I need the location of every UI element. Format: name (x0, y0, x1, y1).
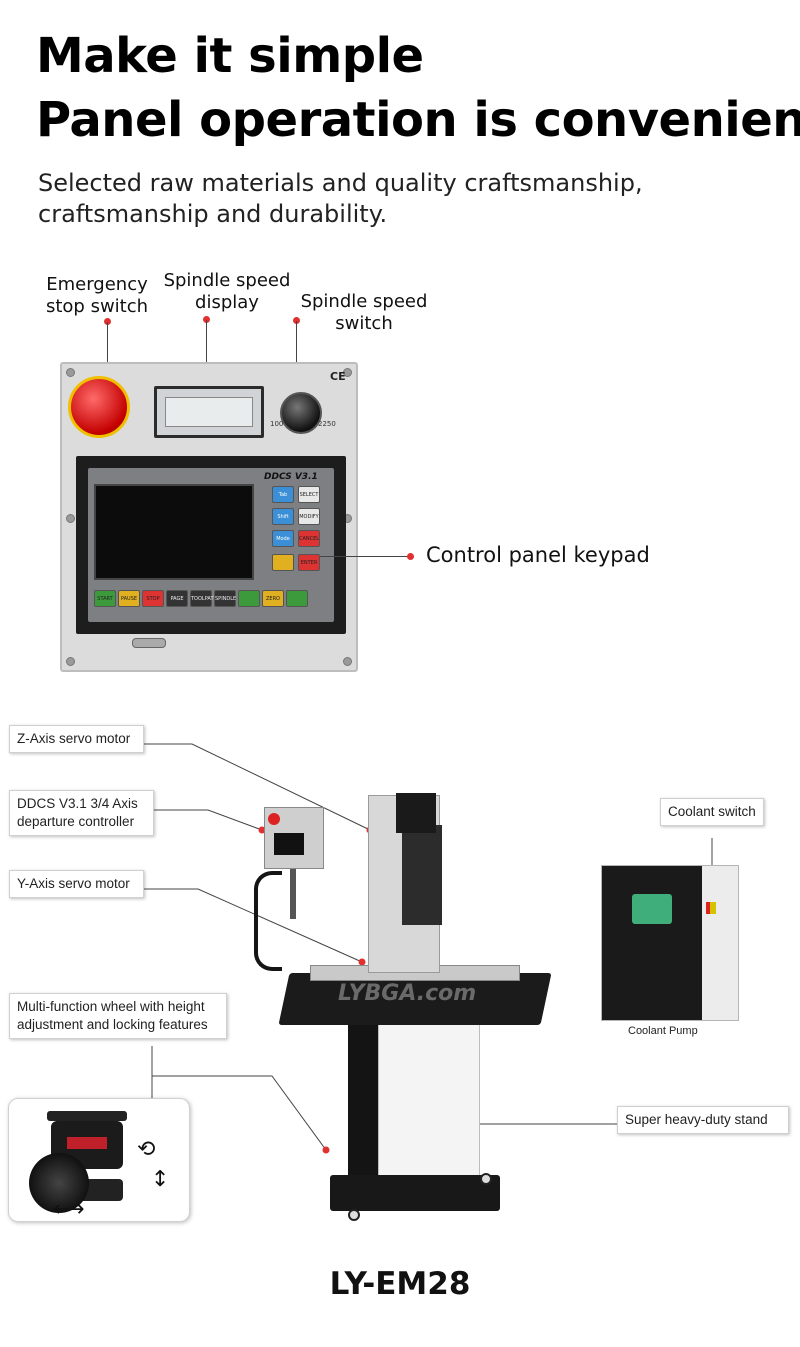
spindle-speed-display (154, 386, 264, 438)
key-tab: Tab (272, 486, 294, 503)
pointer-dot-keypad (407, 553, 414, 560)
key-shift: Shift (272, 508, 294, 525)
key-cancel: CANCEL (298, 530, 320, 547)
subtitle-line-2: craftsmanship and durability. (38, 200, 388, 228)
callout-wheel: Multi-function wheel with height adjustm… (9, 993, 227, 1039)
headline-line-2: Panel operation is convenient (36, 92, 800, 148)
controller-small-screen (274, 833, 304, 855)
panel-handle (132, 638, 166, 648)
coolant-cabinet (602, 866, 702, 1020)
coolant-switch-icon (706, 902, 716, 914)
screw (66, 657, 75, 666)
caster-inset-photo: ⟲ ↕ ⟷ (8, 1098, 190, 1222)
vertical-arrow-icon: ↕ (151, 1167, 170, 1192)
connector-ddcs (154, 809, 263, 831)
headline-line-1: Make it simple (36, 28, 424, 84)
key-zero: ZERO (262, 590, 284, 607)
controller-small-estop-icon (268, 813, 280, 825)
lcd-screen (165, 397, 253, 427)
pointer-dot-emergency (104, 318, 111, 325)
callout-stand: Super heavy-duty stand (617, 1106, 789, 1134)
callout-y-axis: Y-Axis servo motor (9, 870, 144, 898)
controller-arm (290, 869, 296, 919)
spindle-speed-knob-icon (280, 392, 322, 434)
milling-machine-photo: LYBGA.com (230, 785, 552, 1230)
knob-max-label: 2250 (318, 420, 336, 428)
key-start: START (94, 590, 116, 607)
key-stop: STOP (142, 590, 164, 607)
caster-lock-ring (67, 1137, 107, 1149)
coolant-inset-photo (601, 865, 739, 1021)
label-keypad: Control panel keypad (426, 543, 650, 567)
coiled-cable (254, 871, 282, 971)
dot-wheel (322, 1146, 330, 1154)
key-toolpath: TOOLPATH (190, 590, 217, 607)
dot-y-axis (358, 958, 366, 966)
stand-base (330, 1175, 500, 1211)
key-mode: Mode (272, 530, 294, 547)
pointer-line-keypad (320, 556, 410, 557)
pointer-line-display (206, 320, 207, 388)
rotate-arrow-icon: ⟲ (137, 1137, 156, 1162)
pointer-line-emergency (107, 322, 108, 392)
screw (66, 514, 75, 523)
stand-door (378, 1023, 480, 1193)
key-modify: MODIFY (298, 508, 320, 525)
screw (343, 657, 352, 666)
watermark: LYBGA.com (338, 981, 477, 1006)
key-page: PAGE (166, 590, 188, 607)
callout-coolant-switch: Coolant switch (660, 798, 764, 826)
label-spindle-display: Spindle speed display (163, 270, 291, 313)
coolant-pump-icon (632, 894, 672, 924)
key-arrow-up (272, 554, 294, 571)
key-enter: ENTER (298, 554, 320, 571)
caster-plate (47, 1111, 127, 1121)
machine-head (402, 825, 442, 925)
caster-icon (348, 1209, 360, 1221)
z-axis-motor-icon (396, 793, 436, 833)
connector-z-axis (144, 743, 371, 831)
callout-z-axis: Z-Axis servo motor (9, 725, 144, 753)
screw (343, 368, 352, 377)
ce-mark: CE (330, 370, 346, 383)
caster-icon (480, 1173, 492, 1185)
dot-ddcs (258, 826, 266, 834)
key-select: SELECT (298, 486, 320, 503)
horizontal-arrow-icon: ⟷ (53, 1197, 85, 1222)
pointer-dot-switch (293, 317, 300, 324)
callout-ddcs: DDCS V3.1 3/4 Axis departure controller (9, 790, 154, 836)
pointer-line-switch (296, 321, 297, 391)
key-spindle: SPINDLE (214, 590, 236, 607)
label-emergency-stop: Emergency stop switch (45, 274, 149, 317)
controller-name: DDCS V3.1 (264, 472, 318, 482)
controller-frame: DDCS V3.1 Tab Shift Mode SELECT MODIFY C… (76, 456, 346, 634)
controller-screen (94, 484, 254, 580)
key-arrow-left (238, 590, 260, 607)
panel-photo: 100 2250 CE DDCS V3.1 Tab Shift Mode SEL… (60, 362, 358, 672)
screw (66, 368, 75, 377)
emergency-stop-button-icon (68, 376, 130, 438)
key-arrow-right (286, 590, 308, 607)
connector-wheel-caster (152, 1075, 327, 1151)
model-name: LY-EM28 (329, 1266, 471, 1302)
controller-face: DDCS V3.1 Tab Shift Mode SELECT MODIFY C… (88, 468, 334, 622)
label-coolant-pump: Coolant Pump (628, 1025, 698, 1037)
pointer-dot-display (203, 316, 210, 323)
knob-min-label: 100 (270, 420, 284, 428)
caster-wheel-icon (29, 1153, 89, 1213)
subtitle-line-1: Selected raw materials and quality craft… (38, 169, 643, 197)
label-spindle-switch: Spindle speed switch (300, 291, 428, 334)
key-pause: PAUSE (118, 590, 140, 607)
connector-y-axis (144, 888, 363, 963)
